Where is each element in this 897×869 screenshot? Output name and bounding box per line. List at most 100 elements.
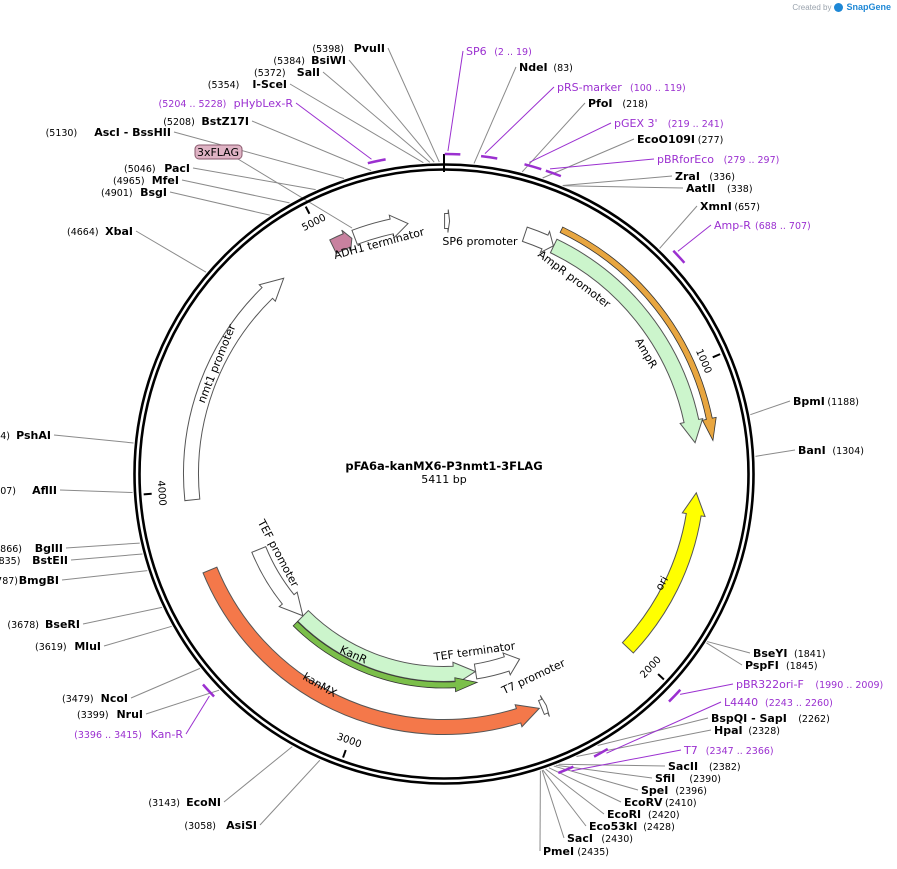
primer-l4440[interactable]: L4440(2243 .. 2260): [724, 696, 833, 709]
site-i-scei[interactable]: I-SceI(5354): [208, 78, 287, 91]
feature-label-sp6-promoter: SP6 promoter: [442, 235, 518, 248]
feature-tef-promoter[interactable]: [251, 545, 304, 617]
feature-label-ori: ori: [653, 574, 671, 593]
site-position: (2328): [748, 726, 780, 737]
feature-ampr-promoter[interactable]: [521, 226, 554, 254]
site-bpmi[interactable]: BpmI(1188): [793, 395, 859, 408]
site-leader: [65, 542, 140, 549]
site-ecori[interactable]: EcoRI (2420): [607, 808, 680, 821]
feature-ampr[interactable]: [549, 238, 704, 444]
site-bsteii[interactable]: BstEII(3835): [0, 554, 68, 567]
site-leader: [597, 717, 709, 747]
site-bsiwi[interactable]: BsiWI(5384): [273, 54, 346, 67]
site-name: EcoRI: [607, 808, 641, 821]
primer-t7[interactable]: T7(2347 .. 2366): [683, 744, 774, 757]
site-position: (657): [734, 202, 760, 213]
site-pspfi[interactable]: PspFI(1845): [745, 659, 818, 672]
feature-3xflag[interactable]: [329, 229, 353, 255]
site-mlui[interactable]: MluI(3619): [35, 640, 101, 653]
site-paci[interactable]: PacI(5046): [124, 162, 190, 175]
primer-leader: [549, 158, 655, 170]
primer-kan-r[interactable]: Kan-R(3396 .. 3415): [74, 728, 183, 741]
primer-position: (100 .. 119): [630, 83, 686, 94]
site-pshai[interactable]: PshAI (4144): [0, 429, 51, 442]
site-aflii[interactable]: AflII(4007): [0, 484, 57, 497]
site-bsgi[interactable]: BsgI(4901): [101, 186, 167, 199]
bp-tick: [657, 673, 665, 681]
site-spei[interactable]: SpeI(2396): [641, 784, 707, 797]
site-sfii[interactable]: SfiI(2390): [655, 772, 721, 785]
primer-name: pBR322ori-F: [736, 678, 804, 691]
primer-pbrforeco[interactable]: pBRforEco(279 .. 297): [657, 153, 779, 166]
site-position: (277): [698, 135, 724, 146]
feature-label-3xflag: 3xFLAG: [197, 146, 239, 159]
feature-kanmx[interactable]: [202, 566, 541, 735]
site-asisi[interactable]: AsiSI(3058): [184, 819, 257, 832]
site-bstz17i[interactable]: BstZ17I(5208): [163, 115, 249, 128]
site-ndei[interactable]: NdeI(83): [519, 61, 573, 74]
site-leader: [707, 641, 751, 654]
site-nrui[interactable]: NruI(3399): [77, 708, 143, 721]
primer-bind-mark: [672, 249, 686, 264]
site-position: (5130): [46, 128, 78, 139]
site-ecorv[interactable]: EcoRV(2410): [624, 796, 697, 809]
site-bmgbi[interactable]: BmgBI(3787): [0, 574, 59, 587]
site-xbai[interactable]: XbaI(4664): [67, 225, 133, 238]
site-mfei[interactable]: MfeI(4965): [113, 174, 179, 187]
site-position: (4901): [101, 188, 133, 199]
feature-nmt1-promoter[interactable]: [183, 277, 285, 502]
site-bseri[interactable]: BseRI(3678): [7, 618, 80, 631]
site-pfoi[interactable]: PfoI(218): [588, 97, 648, 110]
site-name: PshAI: [16, 429, 51, 442]
site-pvuii[interactable]: PvuII(5398): [312, 42, 385, 55]
site-position: (5046): [124, 164, 156, 175]
site-econi[interactable]: EcoNI(3143): [148, 796, 221, 809]
site-position: (2390): [689, 774, 721, 785]
snapgene-logo-icon: [834, 2, 844, 12]
primer-pbr322ori-f[interactable]: pBR322ori-F(1990 .. 2009): [736, 678, 883, 691]
primer-sp6[interactable]: SP6(2 .. 19): [466, 45, 532, 58]
site-position: (4144): [0, 431, 10, 442]
site-bseyi[interactable]: BseYI(1841): [753, 647, 826, 660]
site-xmni[interactable]: XmnI(657): [700, 200, 760, 213]
site-eco53ki[interactable]: Eco53kI(2428): [589, 820, 675, 833]
site-hpai[interactable]: HpaI(2328): [714, 724, 780, 737]
feature-adh1-terminator[interactable]: [351, 214, 409, 245]
site-bani[interactable]: BanI(1304): [798, 444, 864, 457]
site-leader: [135, 230, 207, 273]
site-sali[interactable]: SalI(5372): [254, 66, 320, 79]
site-name: MfeI: [152, 174, 179, 187]
site-leader: [387, 47, 440, 163]
primer-name: Kan-R: [151, 728, 184, 741]
site-bspqi-sapi[interactable]: BspQI - SapI(2262): [711, 712, 830, 725]
primer-pgex-3-[interactable]: pGEX 3'(219 .. 241): [614, 117, 724, 130]
site-asci-bsshii[interactable]: AscI - BssHII(5130): [46, 126, 171, 139]
primer-phyblex-r[interactable]: pHybLex-R(5204 .. 5228): [159, 97, 294, 110]
bp-tick-label: 5000: [300, 212, 328, 233]
primer-position: (2243 .. 2260): [765, 698, 833, 709]
site-bglii[interactable]: BglII(3866): [0, 542, 63, 555]
site-zrai[interactable]: ZraI(336): [675, 170, 735, 183]
site-position: (2420): [648, 810, 680, 821]
watermark-prefix: Created by: [792, 2, 832, 12]
site-position: (2430): [601, 834, 633, 845]
site-name: BsiWI: [311, 54, 346, 67]
site-leader: [169, 191, 270, 216]
site-leader: [548, 767, 622, 803]
feature-kanr[interactable]: [297, 609, 477, 687]
site-pmei[interactable]: PmeI(2435): [543, 845, 609, 858]
site-sacii[interactable]: SacII(2382): [668, 760, 741, 773]
site-ncoi[interactable]: NcoI(3479): [62, 692, 128, 705]
bp-tick-label: 3000: [335, 732, 363, 751]
site-aatii[interactable]: AatII(338): [686, 182, 753, 195]
feature-ori[interactable]: [621, 491, 706, 654]
primer-prs-marker[interactable]: pRS-marker(100 .. 119): [557, 81, 686, 94]
feature-sp6-promoter[interactable]: [444, 209, 451, 233]
site-leader: [173, 131, 345, 179]
primer-bind-mark: [545, 169, 562, 178]
site-ecoo109i[interactable]: EcoO109I(277): [637, 133, 723, 146]
primer-amp-r[interactable]: Amp-R(688 .. 707): [714, 219, 811, 232]
site-position: (3787): [0, 576, 18, 587]
feature-t7-promoter[interactable]: [537, 695, 550, 717]
site-saci[interactable]: SacI(2430): [567, 832, 633, 845]
